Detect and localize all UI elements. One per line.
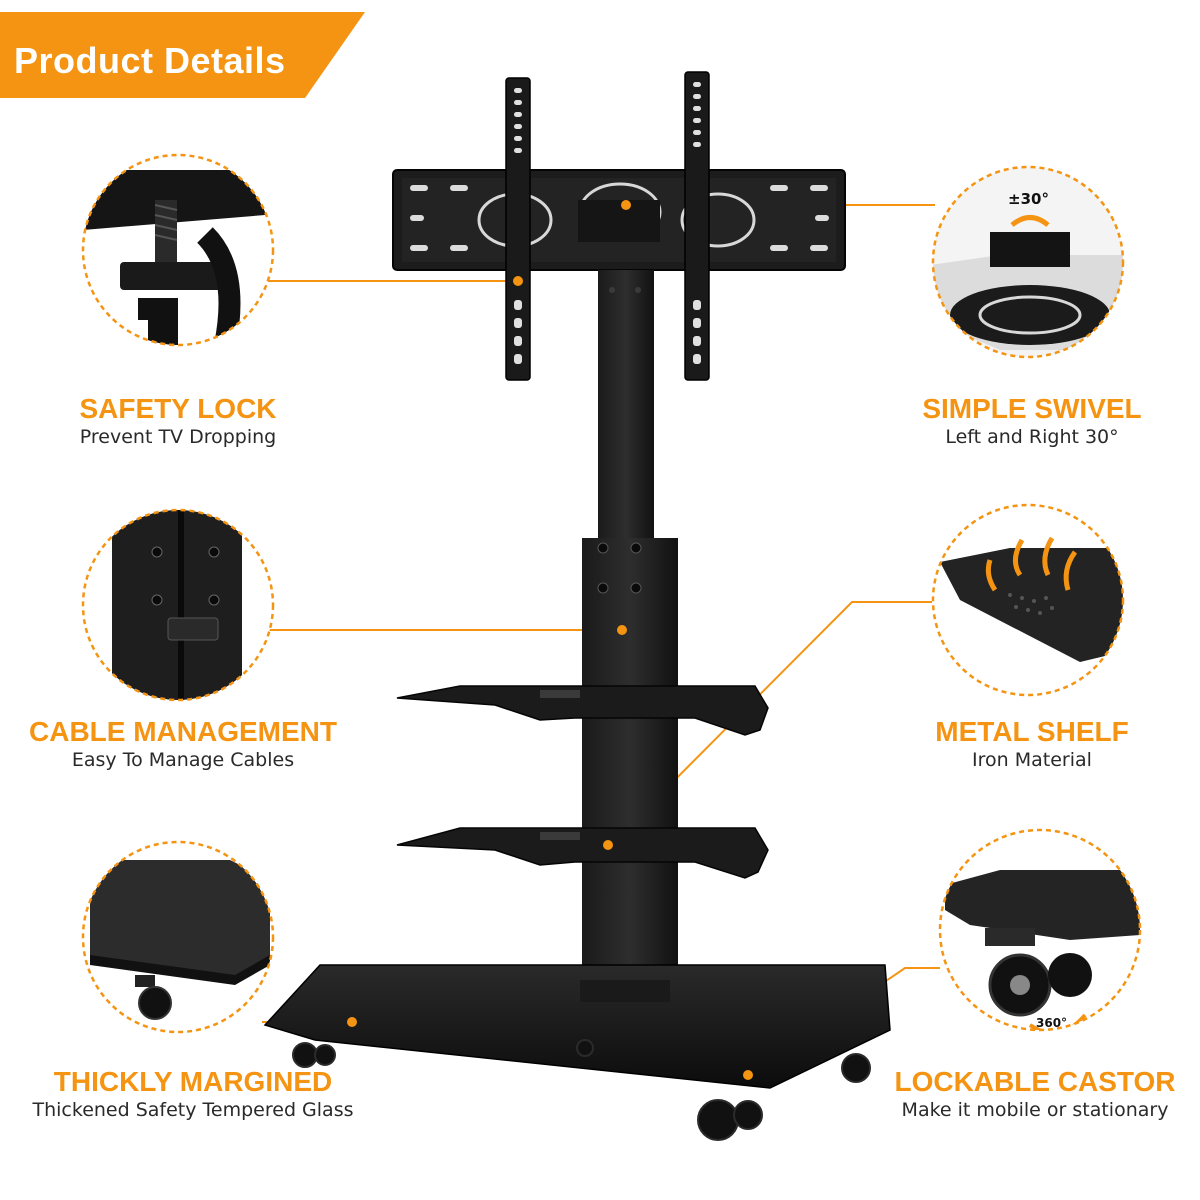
castor-rotation-label: 360° (1036, 1016, 1068, 1030)
feature-title: METAL SHELF (935, 716, 1129, 747)
glass-base-detail-circle (81, 840, 275, 1034)
feature-title: SAFETY LOCK (79, 393, 277, 424)
metal-shelf-detail-circle (931, 503, 1125, 697)
feature-metal-shelf: METAL SHELF Iron Material (882, 716, 1182, 772)
feature-subtitle: Left and Right 30° (945, 426, 1119, 448)
vesa-arm-right (684, 71, 710, 381)
product-details-banner: Product Details (0, 12, 365, 98)
swivel-angle-label: ±30° (1008, 190, 1049, 208)
feature-subtitle: Easy To Manage Cables (71, 749, 295, 771)
tv-mount-plate (392, 169, 846, 271)
connector-lines (262, 204, 940, 1076)
lower-column (582, 538, 678, 998)
banner-title: Product Details (14, 40, 286, 81)
feature-cable-management: CABLE MANAGEMENT Easy To Manage Cables (3, 716, 363, 772)
castor-wheels (292, 1039, 871, 1141)
feature-title: CABLE MANAGEMENT (29, 716, 337, 747)
feature-title: LOCKABLE CASTOR (894, 1066, 1176, 1097)
safety-lock-detail-circle (81, 153, 275, 347)
castor-detail-circle (938, 828, 1142, 1032)
indicator-dots (347, 200, 753, 1080)
upper-shelf (396, 685, 769, 736)
connector-castor (747, 967, 940, 1076)
upper-column (598, 270, 654, 538)
lower-shelf (396, 827, 769, 879)
feature-simple-swivel: SIMPLE SWIVEL Left and Right 30° (882, 393, 1182, 449)
feature-thickly-margined: THICKLY MARGINED Thickened Safety Temper… (8, 1066, 378, 1122)
feature-safety-lock: SAFETY LOCK Prevent TV Dropping (28, 393, 328, 449)
feature-title: THICKLY MARGINED (53, 1066, 333, 1097)
feature-lockable-castor: LOCKABLE CASTOR Make it mobile or statio… (880, 1066, 1190, 1122)
feature-title: SIMPLE SWIVEL (922, 393, 1142, 424)
vesa-arm-left (505, 77, 531, 381)
feature-subtitle: Iron Material (972, 749, 1092, 771)
feature-subtitle: Make it mobile or stationary (901, 1099, 1169, 1121)
feature-subtitle: Thickened Safety Tempered Glass (32, 1099, 354, 1121)
feature-subtitle: Prevent TV Dropping (79, 426, 277, 448)
banner-shape (0, 12, 365, 98)
cable-management-detail-circle (81, 508, 275, 702)
